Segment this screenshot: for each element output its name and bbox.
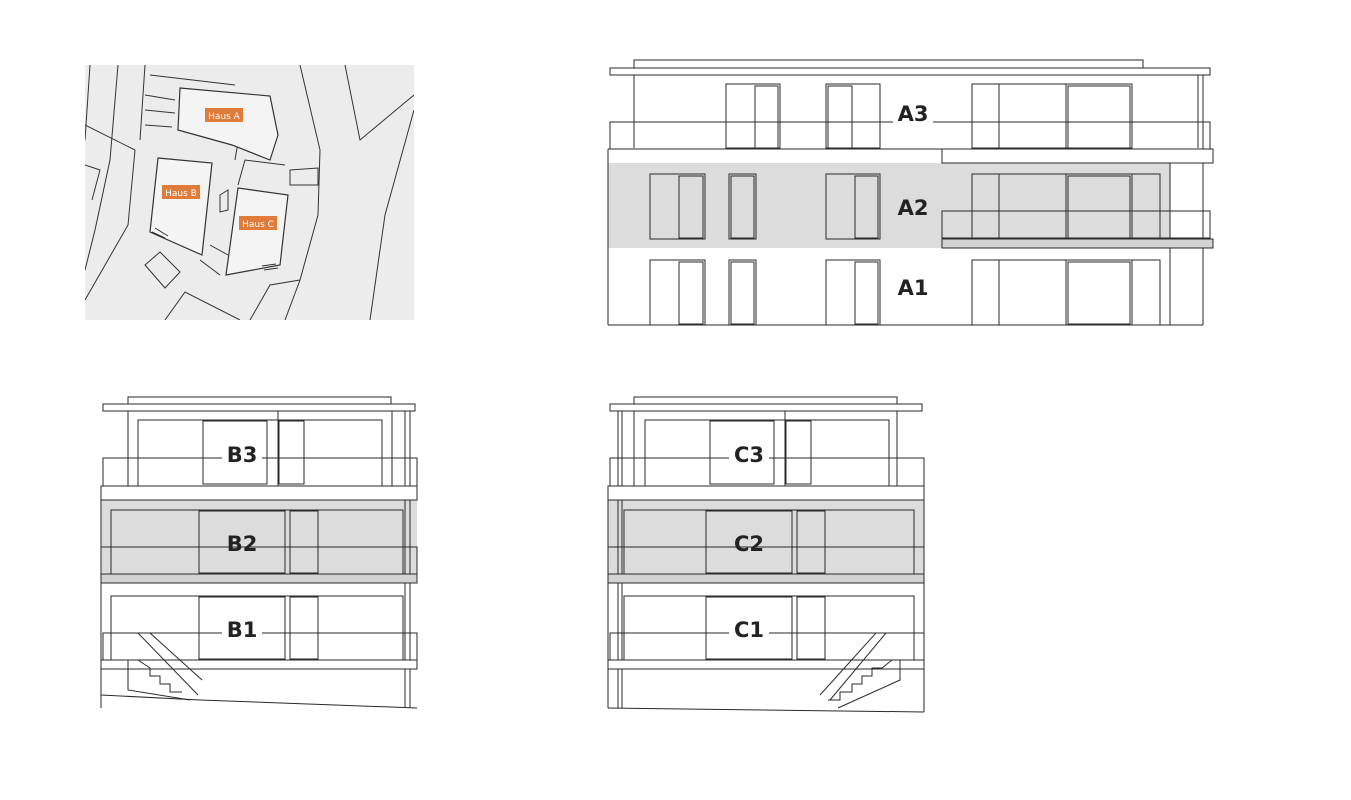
elevation-house-b: B3 B2 B1: [100, 396, 418, 709]
unit-b2-highlight: [101, 500, 417, 583]
haus-b-tag: [162, 185, 200, 199]
haus-a-label: Haus A: [208, 112, 241, 122]
unit-label-b2: B2: [227, 532, 258, 556]
elevation-house-a: A3 A2 A1: [607, 59, 1214, 326]
unit-label-c3: C3: [734, 443, 764, 467]
haus-a-tag: [205, 108, 243, 122]
haus-c-tag: [239, 216, 277, 230]
unit-a2-highlight: [608, 163, 1170, 248]
site-plan: Haus A Haus B Haus C: [85, 65, 414, 320]
unit-label-a2: A2: [898, 196, 929, 220]
elevation-house-c: C3 C2 C1: [607, 396, 925, 713]
site-plan-lines: [85, 65, 414, 320]
unit-label-b3: B3: [227, 443, 258, 467]
haus-b-footprint: [149, 157, 213, 256]
unit-label-a1: A1: [898, 276, 929, 300]
unit-label-b1: B1: [227, 618, 258, 642]
unit-c2-highlight: [608, 500, 924, 583]
haus-c-label: Haus C: [242, 220, 274, 230]
haus-c-footprint: [225, 187, 289, 276]
haus-a-footprint: [177, 87, 279, 161]
unit-label-c1: C1: [734, 618, 764, 642]
balcony-slab-a2: [941, 238, 1214, 249]
unit-label-a3: A3: [898, 102, 929, 126]
unit-label-c2: C2: [734, 532, 764, 556]
haus-b-label: Haus B: [165, 189, 197, 199]
